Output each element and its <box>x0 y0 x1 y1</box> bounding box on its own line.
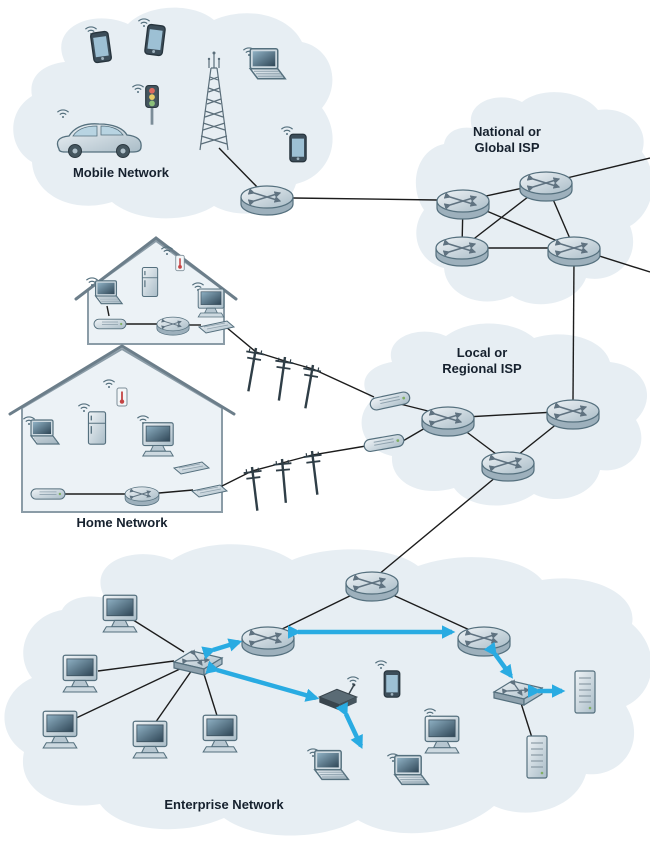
smartphone-icon <box>289 133 307 163</box>
highlight-arrow <box>205 660 320 702</box>
home-router-icon <box>125 487 159 506</box>
utility-poles <box>238 345 328 513</box>
wire-lower <box>215 445 367 490</box>
link-line <box>381 589 475 633</box>
home-network-lower-section: Home Network <box>22 379 228 530</box>
thermostat-icon <box>174 254 186 272</box>
local-isp-section: Local or Regional ISP <box>362 345 599 481</box>
local-isp-label-line2: Regional ISP <box>442 361 522 376</box>
highlight-arrow <box>201 638 243 660</box>
roof-line <box>8 344 236 416</box>
desktop-computer-icon <box>62 654 98 693</box>
highlight-arrows <box>201 625 566 750</box>
mobile-network-label: Mobile Network <box>73 165 170 180</box>
server-icon <box>574 670 596 714</box>
link-line <box>275 589 363 633</box>
link-line <box>71 667 183 721</box>
national-isp-label-line2: Global ISP <box>474 140 539 155</box>
thermostat-icon <box>116 387 128 407</box>
highlight-arrow <box>335 701 364 750</box>
home-network-label: Home Network <box>76 515 168 530</box>
national-isp-label-line1: National or <box>473 124 541 139</box>
router-icon <box>437 190 489 219</box>
utility-pole-icon <box>238 345 267 395</box>
desktop-computer-icon <box>102 594 138 633</box>
router-icon <box>548 237 600 266</box>
home-router-icon <box>157 317 189 335</box>
desktop-computer-icon <box>197 288 225 318</box>
link-line <box>377 471 503 576</box>
utility-pole-icon <box>271 457 297 505</box>
router-icon <box>242 627 294 656</box>
router-icon <box>458 627 510 656</box>
smartphone-icon <box>89 30 113 64</box>
router-icon <box>346 572 398 601</box>
server-icon <box>526 735 548 779</box>
link-line <box>97 660 175 672</box>
utility-pole-icon <box>268 354 296 404</box>
link-line <box>129 617 185 653</box>
desktop-computer-icon <box>424 715 460 754</box>
desktop-computer-icon <box>142 422 174 457</box>
link-line <box>572 258 575 401</box>
utility-pole-icon <box>295 362 324 412</box>
link-line <box>106 305 110 317</box>
desktop-computer-icon <box>202 714 238 753</box>
modem-icon <box>93 318 127 330</box>
highlight-arrow <box>483 641 513 679</box>
national-isp-section: National or Global ISP <box>436 124 600 266</box>
enterprise-network-cloud <box>4 544 650 836</box>
house-lower <box>8 344 236 513</box>
refrigerator-icon <box>141 266 159 298</box>
roof-line <box>74 236 238 301</box>
desktop-computer-icon <box>42 710 78 749</box>
router-icon <box>482 452 534 481</box>
modem-icon <box>30 488 66 500</box>
mobile-network-section: Mobile Network <box>56 18 307 215</box>
router-icon <box>422 407 474 436</box>
link-line <box>152 669 193 727</box>
desktop-computer-icon <box>132 720 168 759</box>
link-line <box>158 489 194 494</box>
refrigerator-icon <box>87 411 107 445</box>
router-icon <box>241 186 293 215</box>
utility-pole-icon <box>301 448 328 497</box>
router-icon <box>547 400 599 429</box>
link-line <box>292 197 438 201</box>
smartphone-icon <box>383 670 401 698</box>
enterprise-network-section: Enterprise Network <box>42 572 596 812</box>
smartphone-icon <box>143 23 167 57</box>
local-isp-label-line1: Local or <box>457 345 508 360</box>
link-line <box>218 147 263 193</box>
router-icon <box>436 237 488 266</box>
enterprise-network-label: Enterprise Network <box>164 797 284 812</box>
router-icon <box>520 172 572 201</box>
utility-pole-icon <box>241 464 268 513</box>
